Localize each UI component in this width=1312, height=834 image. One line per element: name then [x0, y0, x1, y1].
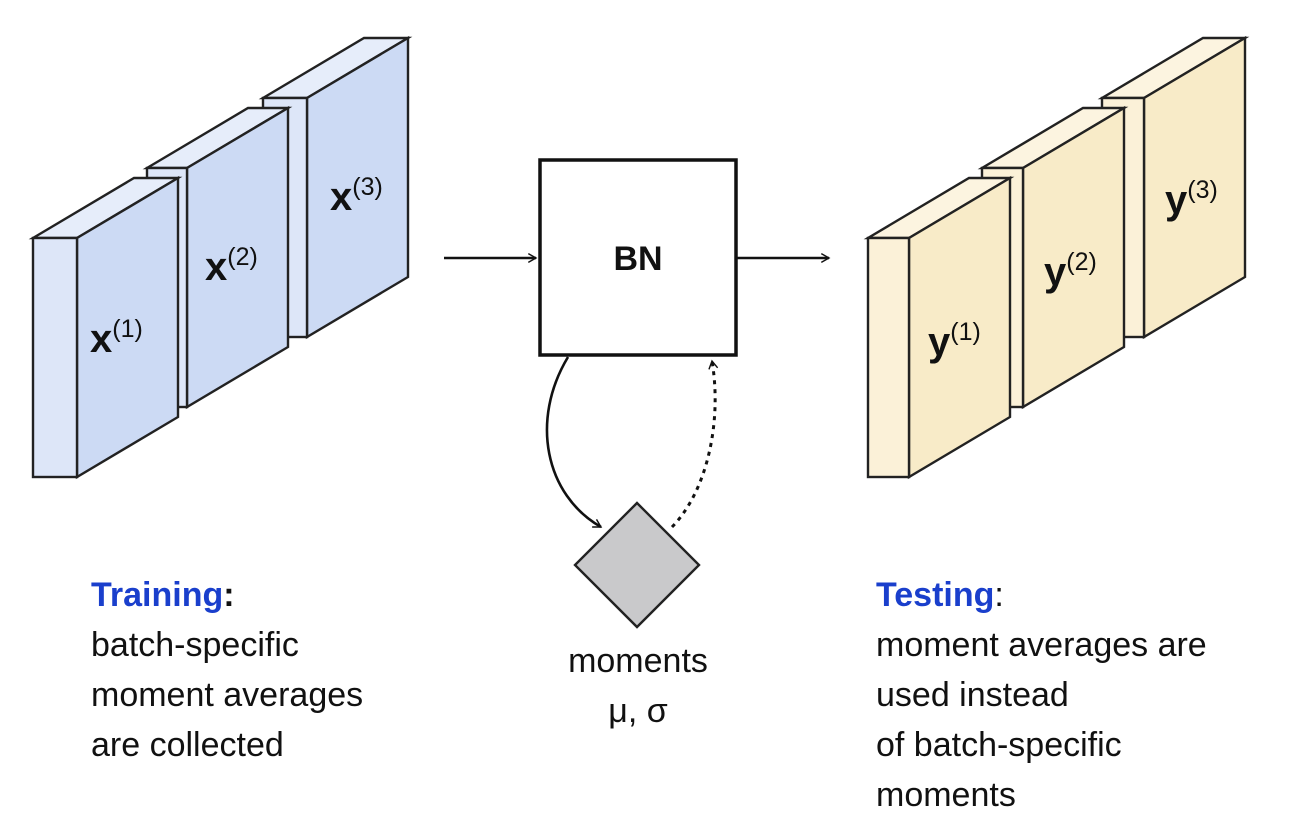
testing-line-3: of batch-specific [876, 726, 1122, 764]
input-box-1-side [31, 236, 79, 479]
bn-label: BN [613, 240, 662, 278]
testing-caption: Testing: moment averages are used instea… [876, 570, 1207, 820]
output-box-1: y(1) [863, 175, 1015, 480]
output-box-3-label: y(3) [1165, 176, 1218, 222]
testing-line-2: used instead [876, 676, 1069, 714]
testing-heading: Testing [876, 576, 995, 614]
bn-box [538, 158, 738, 357]
testing-colon: : [994, 576, 1004, 614]
training-heading: Training [91, 576, 224, 614]
moments-caption: moments μ, σ [530, 636, 746, 736]
output-box-2-label: y(2) [1044, 248, 1097, 294]
output-box-1-side [866, 236, 911, 479]
training-caption: Training: batch-specific moment averages… [91, 570, 363, 770]
testing-line-1: moment averages are [876, 626, 1207, 664]
training-colon: : [223, 576, 235, 614]
moments-diamond [573, 501, 701, 629]
input-box-1: x(1) [28, 175, 183, 480]
bn-to-moments-arrow [545, 356, 603, 529]
input-box-3-label: x(3) [330, 173, 383, 219]
testing-line-4: moments [876, 776, 1016, 814]
training-heading-line: Training: [91, 570, 363, 620]
training-line-3: are collected [91, 726, 284, 764]
testing-heading-line: Testing: [876, 570, 1207, 620]
output-box-1-label: y(1) [928, 318, 981, 364]
input-box-2-label: x(2) [205, 243, 258, 289]
training-line-1: batch-specific [91, 626, 299, 664]
moments-to-bn-dotted-arrow [670, 359, 719, 529]
training-line-2: moment averages [91, 676, 364, 714]
moments-symbols: μ, σ [608, 692, 668, 730]
input-box-1-label: x(1) [90, 315, 143, 361]
moments-label: moments [568, 642, 708, 680]
